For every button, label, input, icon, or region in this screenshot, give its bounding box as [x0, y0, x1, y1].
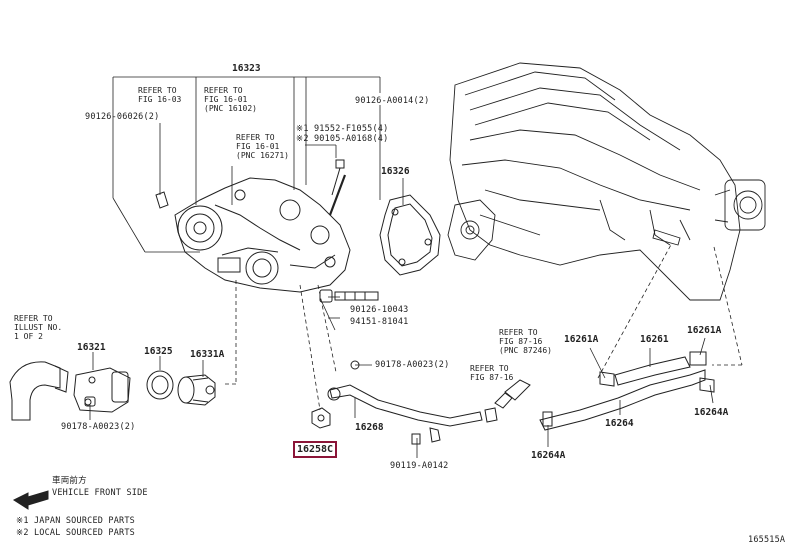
label-90178-a0023-right[interactable]: 90178-A0023(2)	[375, 360, 450, 370]
label-94151-81041[interactable]: 94151-81041	[350, 317, 409, 327]
gasket-16326	[379, 194, 441, 276]
label-16326[interactable]: 16326	[381, 166, 410, 177]
label-90178-a0023-left[interactable]: 90178-A0023(2)	[61, 422, 136, 432]
ref-fig-16-01-b[interactable]: REFER TO FIG 16-01 (PNC 16271)	[236, 133, 289, 160]
label-91552-f1055[interactable]: ※1 91552-F1055(4)	[296, 124, 389, 134]
label-16264a-right[interactable]: 16264A	[694, 407, 729, 418]
vehicle-front-jp: 車両前方	[52, 476, 87, 486]
note-local-sourced: ※2 LOCAL SOURCED PARTS	[16, 528, 135, 538]
vehicle-front-arrow	[12, 490, 49, 510]
flange-16258c	[311, 407, 331, 429]
vehicle-front-label: VEHICLE FRONT SIDE	[52, 488, 148, 498]
label-90126-a0014[interactable]: 90126-A0014(2)	[355, 96, 430, 106]
label-16261[interactable]: 16261	[640, 334, 669, 345]
label-90126-10043[interactable]: 90126-10043	[350, 305, 409, 315]
ref-fig-16-03[interactable]: REFER TO FIG 16-03	[138, 86, 182, 104]
nut-90178	[84, 396, 96, 407]
water-hose-16264	[494, 351, 715, 431]
bypass-pipe-16268	[327, 360, 498, 445]
label-16268[interactable]: 16268	[355, 422, 384, 433]
ref-fig-87-16-a[interactable]: REFER TO FIG 87-16 (PNC 87246)	[499, 328, 552, 355]
label-16264a-left[interactable]: 16264A	[531, 450, 566, 461]
label-16258c-highlighted[interactable]: 16258C	[293, 441, 337, 458]
stud-nut	[319, 289, 379, 303]
label-16321[interactable]: 16321	[77, 342, 106, 353]
engine-block	[447, 62, 766, 301]
label-16323[interactable]: 16323	[232, 63, 261, 74]
callout-lines	[89, 76, 743, 458]
water-pump-assembly	[155, 159, 351, 293]
gasket-ring-16325	[146, 370, 174, 400]
label-16325[interactable]: 16325	[144, 346, 173, 357]
water-inlet-16321	[73, 367, 131, 413]
label-16261a-right[interactable]: 16261A	[687, 325, 722, 336]
label-90126-06026[interactable]: 90126-06026(2)	[85, 112, 160, 122]
ref-fig-87-16-b[interactable]: REFER TO FIG 87-16	[470, 364, 514, 382]
upper-hose	[9, 361, 69, 421]
label-16264[interactable]: 16264	[605, 418, 634, 429]
note-japan-sourced: ※1 JAPAN SOURCED PARTS	[16, 516, 135, 526]
thermostat-16331a	[177, 374, 216, 406]
label-90105-a0168[interactable]: ※2 90105-A0168(4)	[296, 134, 389, 144]
ref-illust-1-of-2[interactable]: REFER TO ILLUST NO. 1 OF 2	[14, 314, 63, 341]
ref-fig-16-01-a[interactable]: REFER TO FIG 16-01 (PNC 16102)	[204, 86, 257, 113]
label-16331a[interactable]: 16331A	[190, 349, 225, 360]
label-16261a-left[interactable]: 16261A	[564, 334, 599, 345]
label-90119-a0142[interactable]: 90119-A0142	[390, 461, 449, 471]
diagram-id: 165515A	[748, 535, 786, 545]
